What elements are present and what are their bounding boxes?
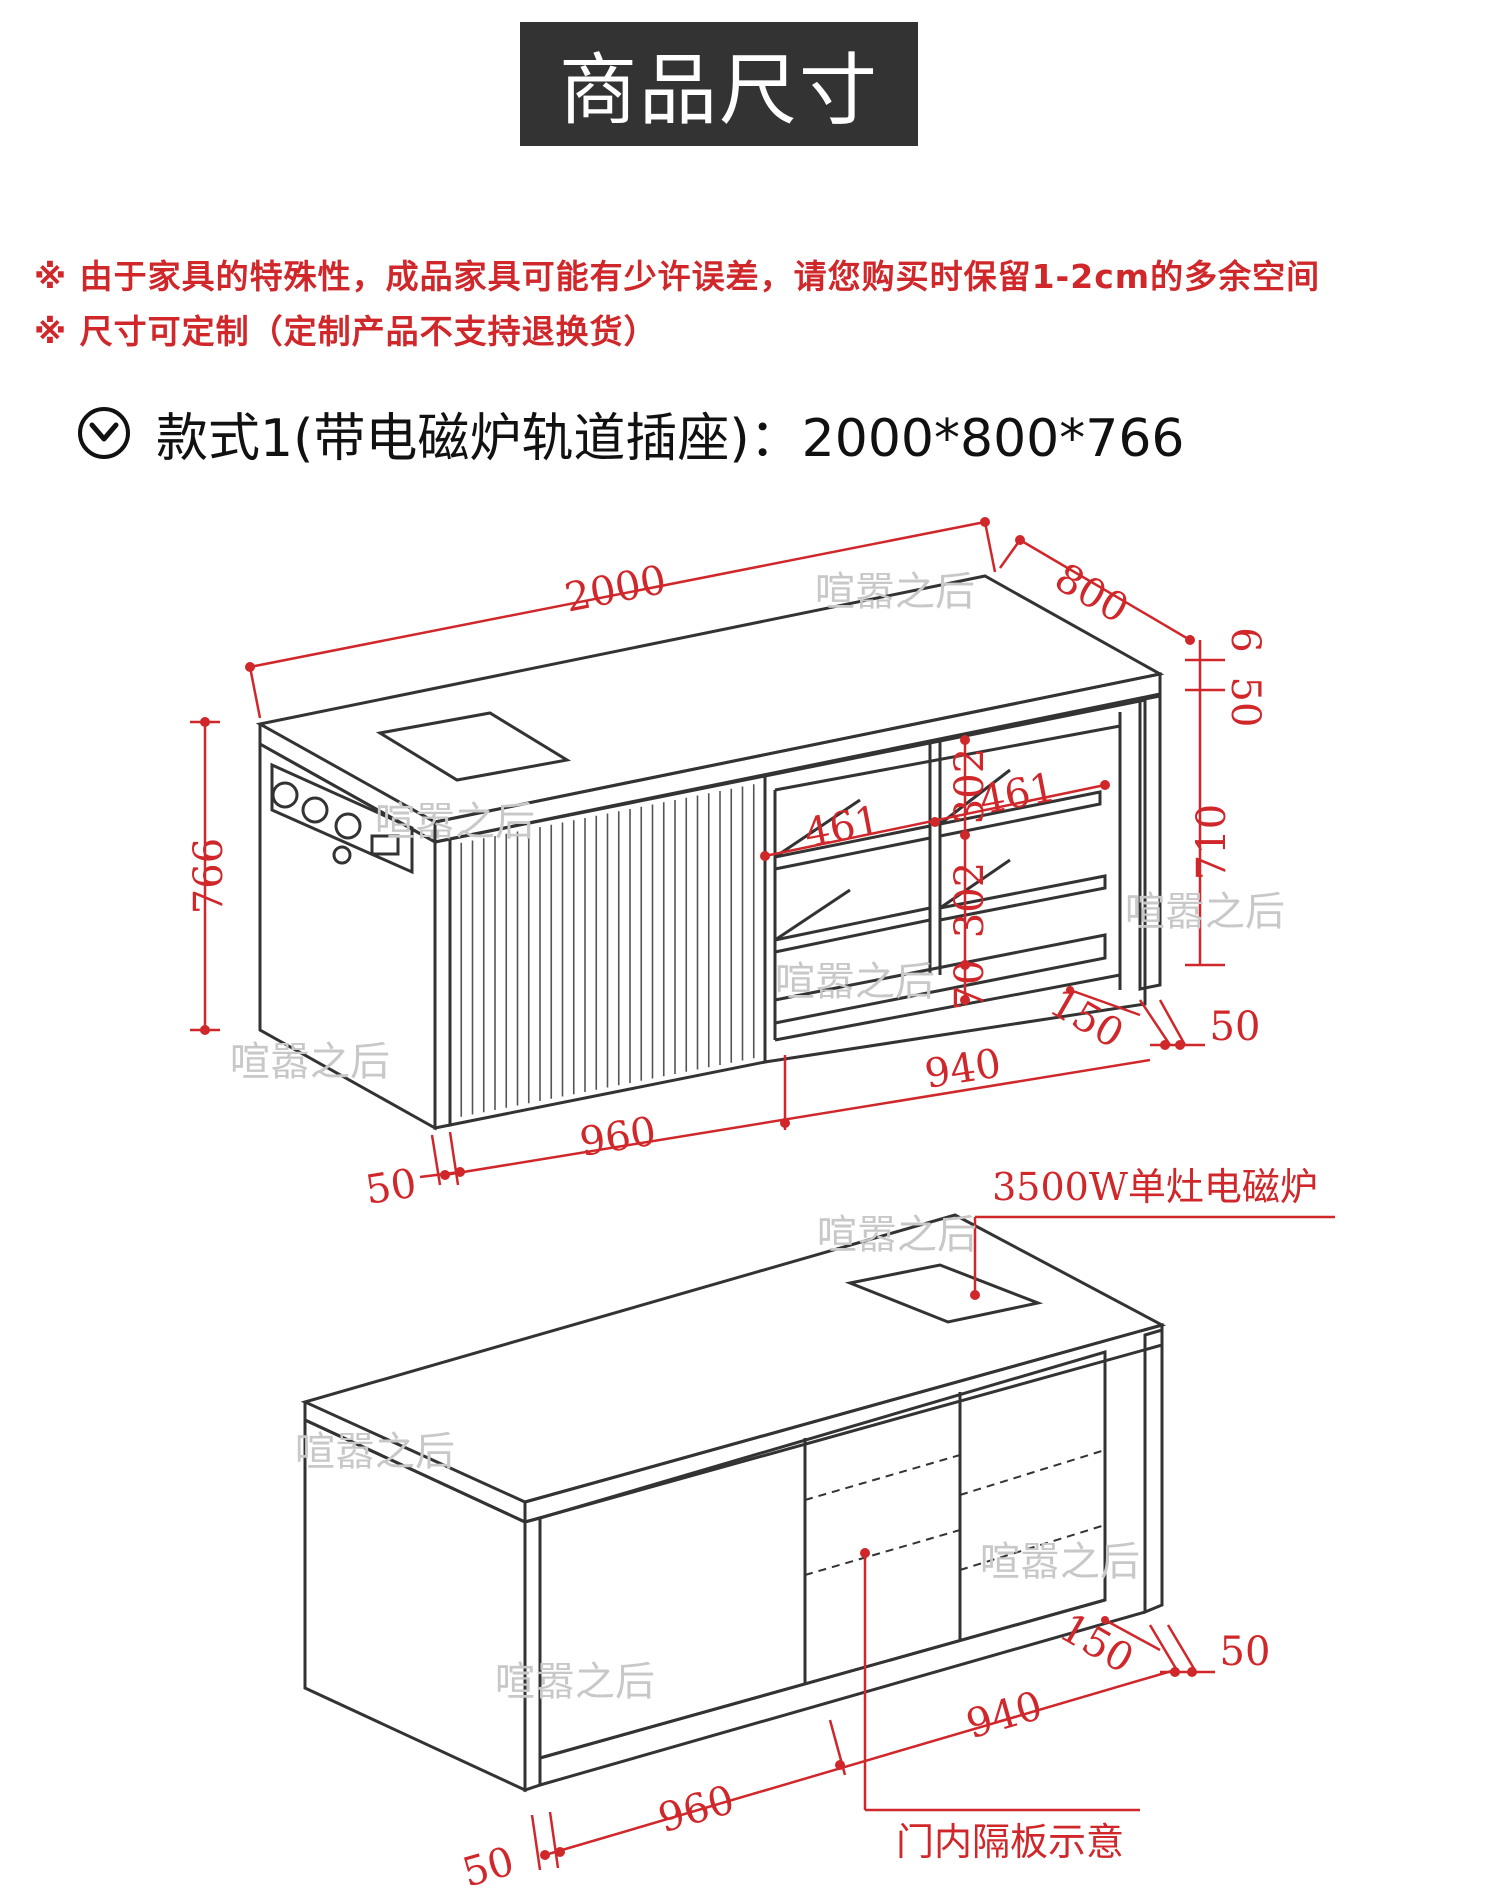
page-title-banner: 商品尺寸 [520, 22, 918, 146]
dim-height-766: 766 [186, 838, 232, 914]
dim-shelf-gap-lower: 302 [947, 862, 993, 938]
diagram-closed-door-view: 3500W单灶电磁炉 门内隔板示意 150 50 940 960 50 喧嚣之后… [295, 1165, 1335, 1894]
watermark: 喧嚣之后 [775, 959, 935, 1005]
dim-side-right: 50 [1210, 1004, 1261, 1050]
watermark: 喧嚣之后 [495, 1659, 655, 1705]
dim-side-right-2: 50 [1220, 1629, 1271, 1675]
dim-shelf-gap-upper: 302 [947, 748, 993, 824]
dimension-lines [530, 1215, 1335, 1871]
watermark: 喧嚣之后 [815, 569, 975, 615]
dim-side-left-2: 50 [458, 1838, 520, 1894]
dim-base-height: 70 [947, 960, 993, 1011]
page-title: 商品尺寸 [558, 46, 879, 136]
note-tolerance: ※ 由于家具的特殊性，成品家具可能有少许误差，请您购买时保留1-2cm的多余空间 [34, 257, 1321, 296]
dim-section-right-2: 940 [961, 1683, 1047, 1748]
dim-top-thickness: 6 [1222, 627, 1268, 652]
dim-width-2000: 2000 [561, 557, 670, 622]
dim-recess: 150 [1042, 980, 1131, 1058]
socket-icon [271, 781, 400, 865]
diagram-open-shelf-view: 2000 800 6 50 710 766 461 461 302 302 70… [186, 517, 1285, 1214]
dim-side-left: 50 [362, 1160, 419, 1213]
watermark: 喧嚣之后 [1125, 889, 1285, 935]
dim-section-right: 940 [922, 1040, 1005, 1097]
watermark: 喧嚣之后 [817, 1212, 977, 1258]
watermark: 喧嚣之后 [295, 1429, 455, 1475]
dim-depth-800: 800 [1047, 555, 1136, 633]
style-heading-label: 款式1(带电磁炉轨道插座)：2000*800*766 [156, 408, 1185, 469]
dim-section-left: 960 [577, 1108, 660, 1165]
dim-top-band: 50 [1222, 677, 1268, 728]
dim-inner-height: 710 [1189, 804, 1235, 880]
style-heading: 款式1(带电磁炉轨道插座)：2000*800*766 [78, 398, 1185, 469]
watermark: 喧嚣之后 [375, 799, 535, 845]
induction-label: 3500W单灶电磁炉 [992, 1165, 1318, 1209]
dimension-lines [190, 517, 1225, 1186]
chevron-down-icon [78, 407, 130, 459]
watermark: 喧嚣之后 [230, 1039, 390, 1085]
note-customization: ※ 尺寸可定制（定制产品不支持退换货） [34, 312, 658, 351]
dim-section-left-2: 960 [653, 1777, 739, 1842]
fluted-door [460, 784, 755, 1117]
door-shelf-label: 门内隔板示意 [896, 1820, 1124, 1864]
watermark: 喧嚣之后 [980, 1539, 1140, 1585]
